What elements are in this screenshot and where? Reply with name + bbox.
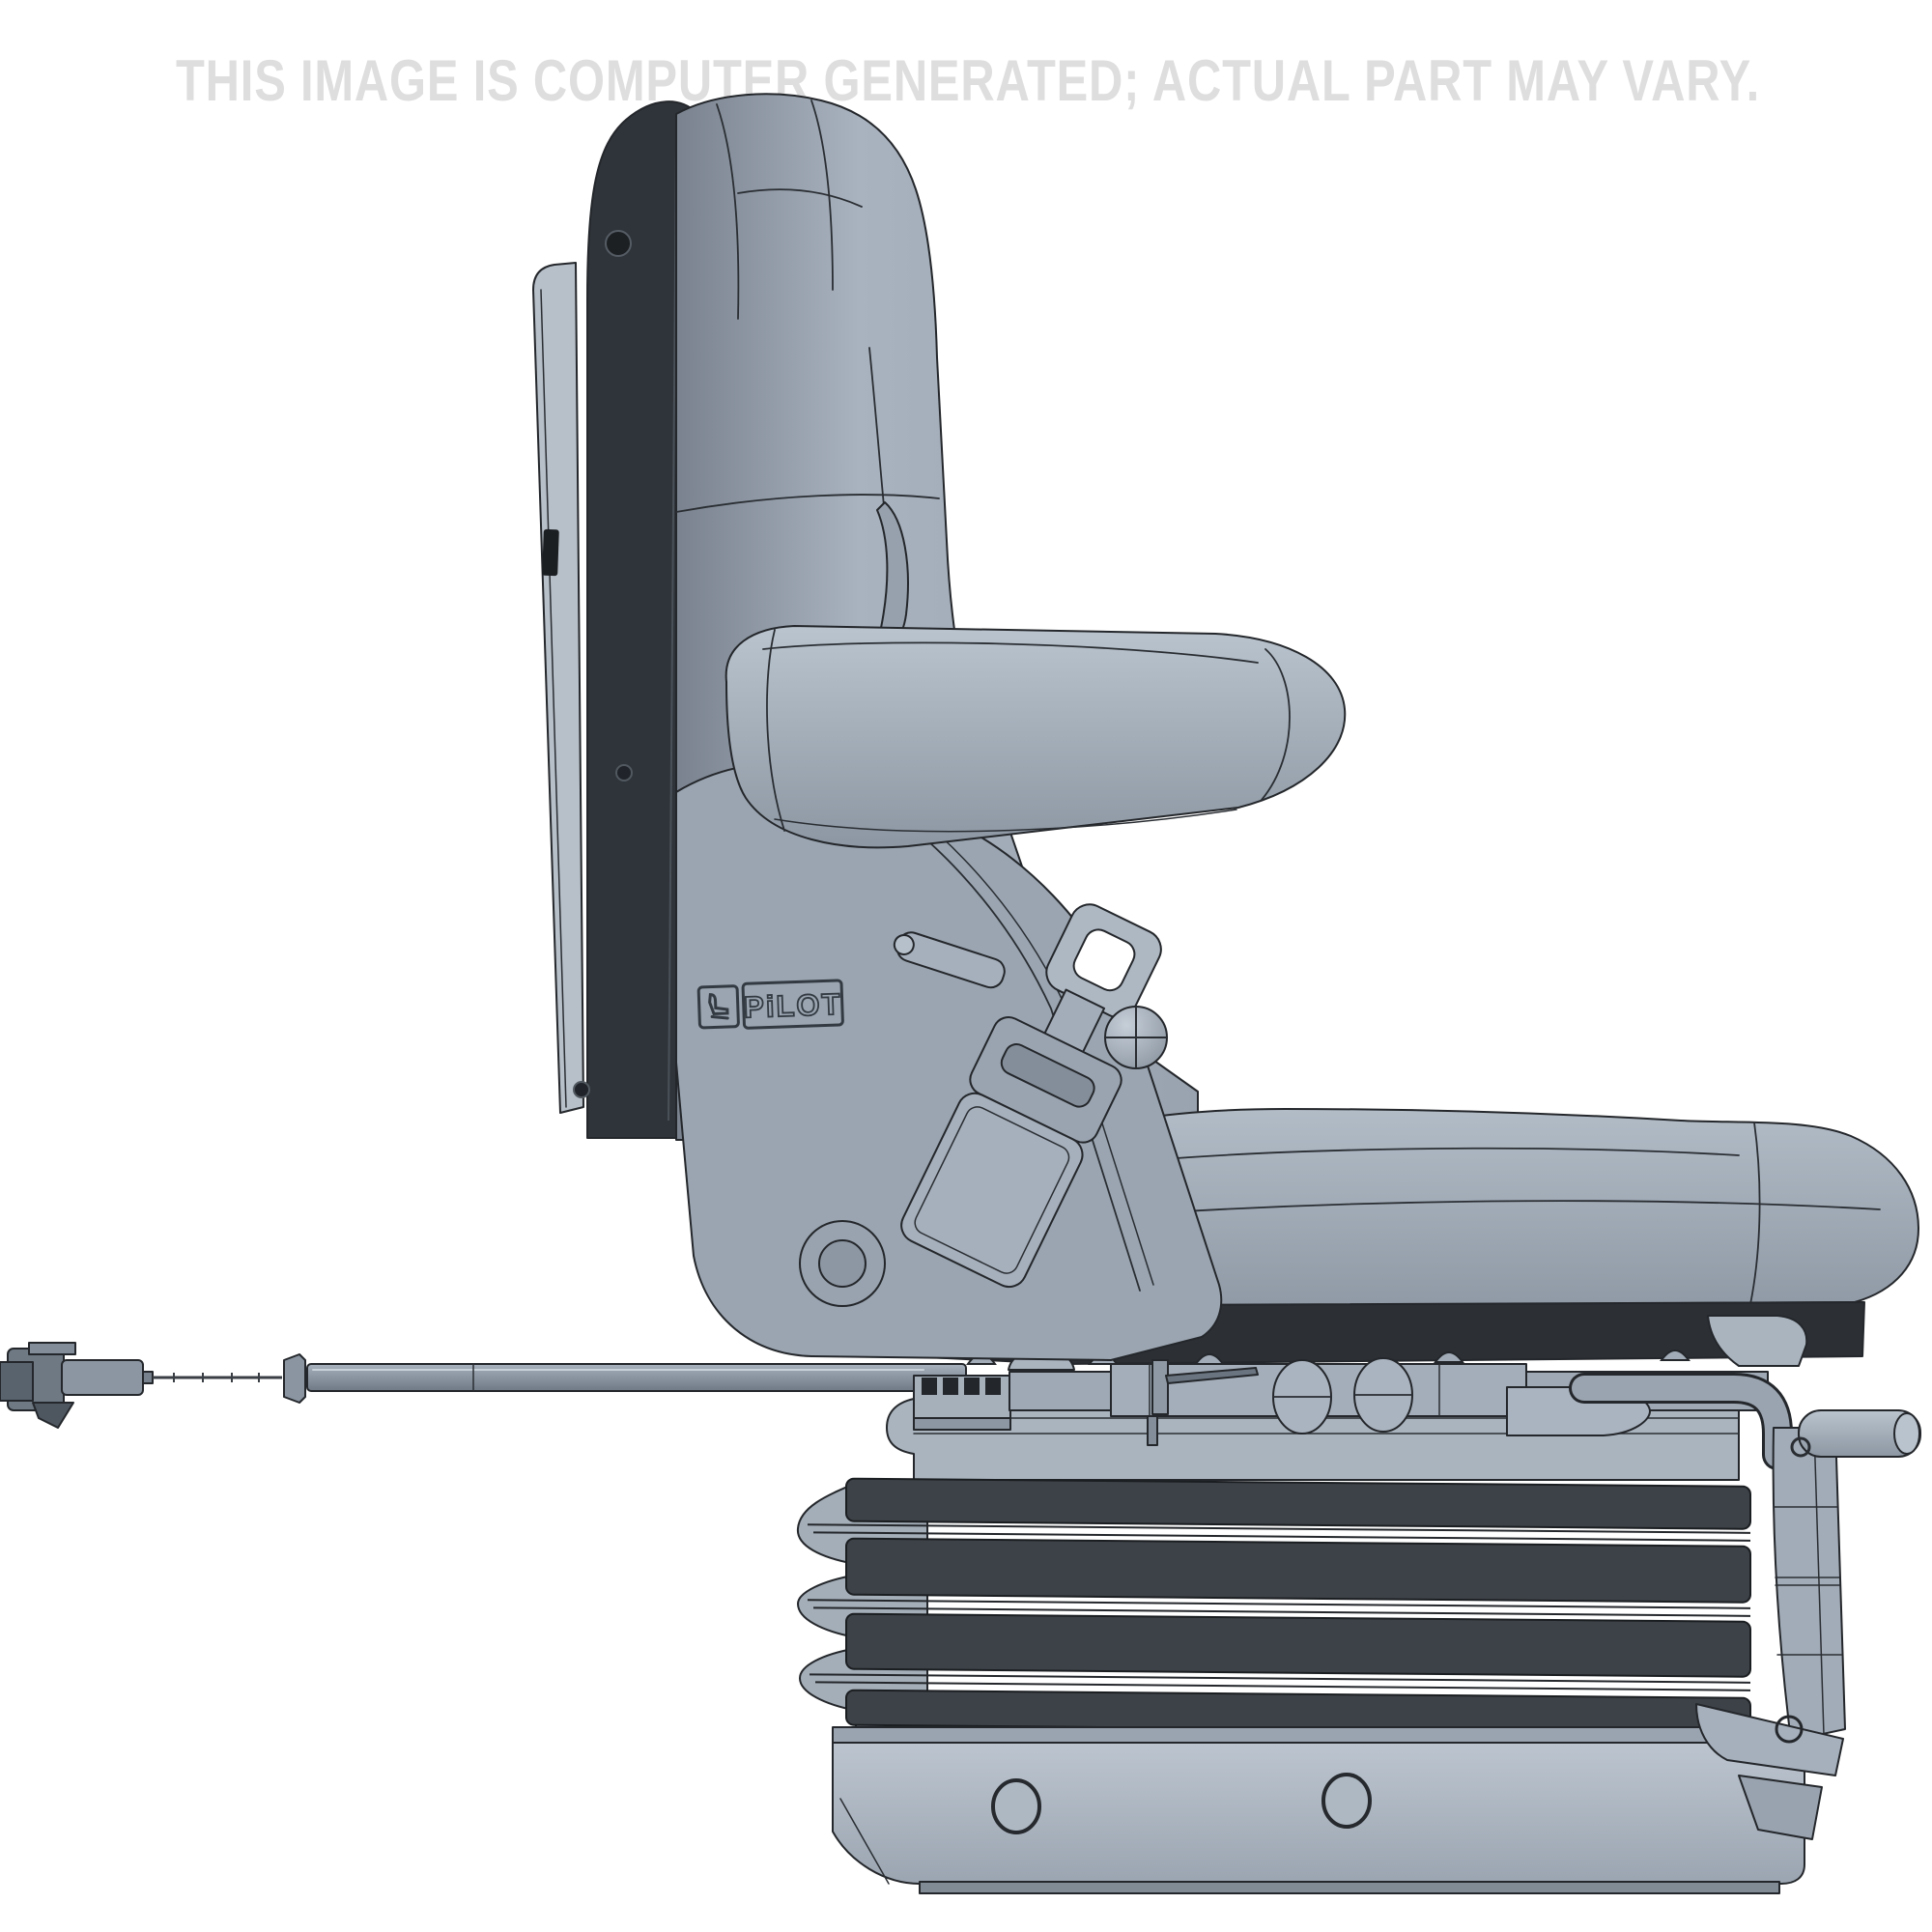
- crank-pivot-hole: [1790, 1436, 1811, 1458]
- crank-bracket: [1695, 1703, 1844, 1840]
- badge-label: PiLOT: [744, 987, 842, 1025]
- ball-knob: [1104, 1006, 1168, 1069]
- height-crank: [1569, 1373, 1921, 1840]
- watermark-text: THIS IMAGE IS COMPUTER GENERATED; ACTUAL…: [176, 48, 1760, 113]
- headrest: [716, 99, 863, 320]
- pilot-badge: PiLOT: [696, 979, 844, 1030]
- base-holes: [991, 1773, 1372, 1834]
- adjuster-thumbwheels: [1272, 1357, 1413, 1435]
- rod-collar: [283, 1353, 306, 1404]
- rod-cable-ticks: [173, 1373, 260, 1382]
- cushion-hook-bracket: [1707, 1315, 1808, 1367]
- buckle-slot: [1000, 1043, 1095, 1108]
- badge-label-frame: [741, 979, 844, 1030]
- panel-knob: [605, 230, 632, 257]
- base-rail: [832, 1726, 1805, 1894]
- bellows-ridge-lines: [808, 1523, 1750, 1691]
- drop-pin: [1147, 1415, 1158, 1446]
- rod-sleeve: [306, 1363, 967, 1392]
- base-bottom-strip: [919, 1881, 1780, 1894]
- crank-arm-segments: [1773, 1506, 1842, 1656]
- seat-logo-icon: [708, 993, 729, 1020]
- panel-bolt: [573, 1081, 590, 1098]
- seatbelt-buckle: [893, 903, 1168, 1289]
- crank-arm: [1772, 1427, 1846, 1742]
- control-rod: [0, 1342, 967, 1429]
- buckle-body: [900, 1092, 1084, 1289]
- recline-pivot: [799, 1220, 886, 1307]
- armrest: [724, 625, 1347, 849]
- panel-screw: [615, 764, 633, 781]
- recliner-shroud: PiLOT: [675, 762, 1223, 1361]
- latch-spring-blade: [1165, 1367, 1259, 1384]
- mounting-bracket: [532, 262, 584, 1114]
- recline-lever: [893, 931, 1006, 989]
- rod-connector: [0, 1342, 154, 1429]
- latch-post: [1151, 1359, 1169, 1415]
- bellows: [796, 1477, 1751, 1735]
- tongue-slot: [1072, 928, 1136, 992]
- badge-icon-frame: [696, 984, 740, 1030]
